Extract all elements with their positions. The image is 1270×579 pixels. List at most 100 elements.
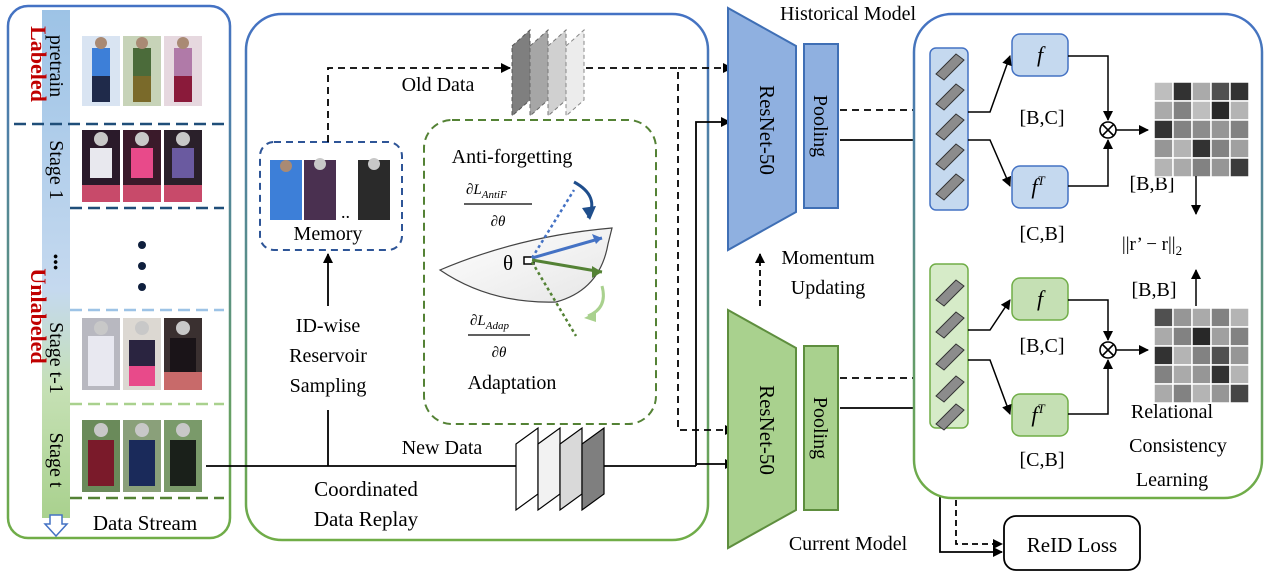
matrix-cell bbox=[1172, 157, 1193, 178]
new-data-stack-icon bbox=[515, 426, 605, 512]
matrix-cell bbox=[1172, 81, 1193, 102]
matrix-cell bbox=[1153, 100, 1174, 121]
curr-bb-label: [B,B] bbox=[1132, 279, 1177, 301]
matrix-cell bbox=[1172, 364, 1193, 385]
current-model: ResNet-50 Pooling bbox=[727, 308, 839, 550]
data-stream-label: Data Stream bbox=[93, 511, 197, 535]
matrix-cell bbox=[1229, 307, 1250, 328]
curr-bc-label: [B,C] bbox=[1020, 335, 1065, 357]
data-replay-panel: .. Memory Old Data Anti-forgetting ∂LAnt… bbox=[244, 12, 710, 542]
matrix-cell bbox=[1153, 119, 1174, 140]
matrix-cell bbox=[1191, 100, 1212, 121]
historical-fT-box bbox=[1011, 165, 1069, 209]
grad-adap-denominator: ∂θ bbox=[492, 345, 507, 361]
matrix-cell bbox=[1153, 157, 1174, 178]
matrix-cell bbox=[1172, 119, 1193, 140]
unlabeled-label: Unlabeled bbox=[26, 268, 51, 363]
adap-arrow bbox=[531, 258, 603, 274]
matrix-cell bbox=[1153, 345, 1174, 366]
adap-dotted-arrow bbox=[530, 261, 578, 337]
stage-label-t-1: Stage t-1 bbox=[45, 322, 67, 394]
relational-title-3: Learning bbox=[1136, 469, 1208, 491]
relational-panel: f fT f fT [B,C] [C,B] [B,C] [C,B] [B,B] … bbox=[912, 12, 1264, 500]
matrix-cell bbox=[1210, 307, 1231, 328]
relational-connectors bbox=[968, 55, 1201, 415]
current-pooling-label: Pooling bbox=[809, 397, 831, 459]
stage-t-1-person-images bbox=[82, 318, 202, 390]
historical-backbone-label: ResNet-50 bbox=[755, 85, 779, 175]
matrix-cell bbox=[1172, 345, 1193, 366]
matrix-cell bbox=[1229, 157, 1250, 178]
matrix-cell bbox=[1172, 100, 1193, 121]
matrix-cell bbox=[1229, 364, 1250, 385]
data-stream-panel: Labeled Unlabeled pretrain Stage 1 ••• S… bbox=[6, 4, 232, 540]
matrix-cell bbox=[1191, 326, 1212, 347]
matrix-cell bbox=[1153, 81, 1174, 102]
reid-loss-box bbox=[1003, 515, 1141, 571]
hist-bc-label: [B,C] bbox=[1020, 107, 1065, 129]
current-fT-box bbox=[1011, 393, 1069, 437]
historical-model-title: Historical Model bbox=[780, 3, 917, 25]
matrix-cell bbox=[1153, 307, 1174, 328]
matrix-cell bbox=[1172, 307, 1193, 328]
hist-multiply-icon bbox=[1099, 121, 1117, 139]
current-model-title: Current Model bbox=[789, 533, 908, 555]
matrix-cell bbox=[1153, 138, 1174, 159]
matrix-cell bbox=[1210, 100, 1231, 121]
matrix-cell bbox=[1191, 307, 1212, 328]
matrix-cell bbox=[1229, 119, 1250, 140]
matrix-cell bbox=[1210, 138, 1231, 159]
memory-person-images bbox=[270, 158, 390, 220]
historical-model: ResNet-50 Pooling bbox=[727, 6, 839, 252]
momentum-label-2: Updating bbox=[791, 277, 865, 299]
matrix-cell bbox=[1210, 81, 1231, 102]
matrix-cell bbox=[1210, 345, 1231, 366]
labeled-label: Labeled bbox=[26, 26, 51, 102]
new-data-label: New Data bbox=[402, 437, 483, 459]
sampling-label-3: Sampling bbox=[290, 375, 367, 397]
historical-pooling-label: Pooling bbox=[809, 95, 831, 157]
matrix-cell bbox=[1229, 100, 1250, 121]
adaptation-label: Adaptation bbox=[468, 372, 557, 394]
ellipsis-icon bbox=[138, 241, 146, 291]
matrix-cell bbox=[1153, 364, 1174, 385]
matrix-cell bbox=[1191, 119, 1212, 140]
relational-title-1: Relational bbox=[1131, 401, 1214, 423]
stage-label-pretrain: pretrain bbox=[45, 35, 67, 97]
historical-feature-blocks bbox=[935, 53, 965, 201]
matrix-cell bbox=[1210, 383, 1231, 404]
stage-strip bbox=[42, 10, 70, 518]
matrix-cell bbox=[1210, 119, 1231, 140]
reid-loss-label: ReID Loss bbox=[1027, 533, 1117, 557]
memory-dots: .. bbox=[341, 202, 350, 222]
matrix-cell bbox=[1210, 364, 1231, 385]
current-relation-matrix bbox=[1153, 307, 1250, 404]
replay-connectors bbox=[206, 63, 735, 469]
pretrain-person-images bbox=[82, 36, 202, 106]
down-arrow-icon bbox=[43, 514, 69, 538]
relational-title-2: Consistency bbox=[1129, 435, 1227, 457]
replay-title-1: Coordinated bbox=[314, 477, 418, 501]
matrix-cell bbox=[1229, 81, 1250, 102]
memory-label: Memory bbox=[294, 223, 363, 245]
grad-adap-numerator: ∂LAdap bbox=[470, 313, 509, 332]
stage-1-person-images bbox=[82, 130, 202, 202]
matrix-cell bbox=[1172, 326, 1193, 347]
hist-bb-label: [B,B] bbox=[1130, 173, 1175, 195]
old-data-label: Old Data bbox=[402, 74, 475, 96]
matrix-cell bbox=[1191, 157, 1212, 178]
current-backbone-label: ResNet-50 bbox=[755, 385, 779, 475]
matrix-cell bbox=[1191, 138, 1212, 159]
historical-f-label: f bbox=[1037, 42, 1046, 67]
stage-label-dots: ••• bbox=[46, 254, 63, 271]
current-fT-label: fT bbox=[1031, 401, 1045, 427]
theta-label: θ bbox=[503, 251, 513, 275]
matrix-cell bbox=[1229, 383, 1250, 404]
matrix-cell bbox=[1229, 345, 1250, 366]
current-feature-blocks bbox=[935, 279, 965, 431]
grad-antif-numerator: ∂LAntiF bbox=[466, 182, 507, 201]
matrix-cell bbox=[1229, 326, 1250, 347]
matrix-cell bbox=[1210, 157, 1231, 178]
matrix-cell bbox=[1153, 326, 1174, 347]
